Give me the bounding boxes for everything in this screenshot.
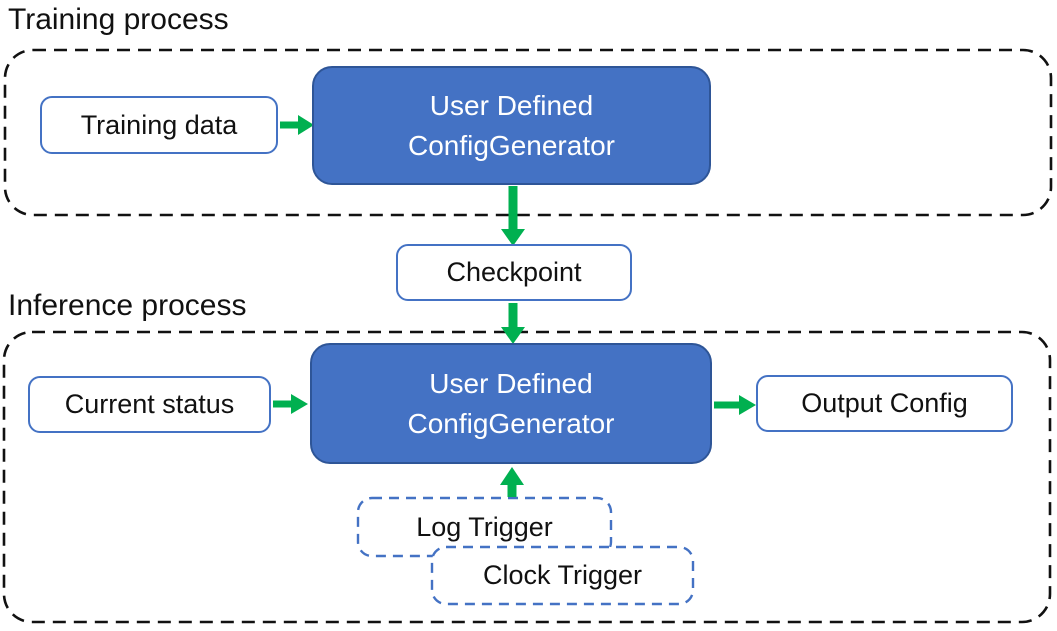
config-generator-inference-node: User Defined ConfigGenerator xyxy=(310,343,712,464)
config-generator-inference-line1: User Defined xyxy=(429,367,593,399)
arrow-right-training-data-to-generator-icon xyxy=(280,115,314,135)
output-config-label: Output Config xyxy=(801,388,968,418)
arrow-down-generator-to-checkpoint-icon xyxy=(501,186,525,246)
clock-trigger-node: Clock Trigger xyxy=(432,547,693,604)
inference-region-border xyxy=(2,330,1052,624)
log-trigger-label: Log Trigger xyxy=(416,511,553,542)
config-generator-training-line2: ConfigGenerator xyxy=(407,129,615,161)
arrow-right-current-status-to-generator-icon xyxy=(273,394,308,414)
current-status-label: Current status xyxy=(64,389,235,419)
arrow-up-trigger-to-generator-icon xyxy=(500,467,524,497)
output-config-node: Output Config xyxy=(756,375,1013,432)
arrow-right-generator-to-output-config-icon xyxy=(714,395,756,415)
config-generator-training-node: User Defined ConfigGenerator xyxy=(312,66,711,185)
arrow-down-checkpoint-to-generator-icon xyxy=(501,303,525,344)
training-data-label: Training data xyxy=(80,109,238,140)
inference-section-label: Inference process xyxy=(8,289,247,322)
training-section-label: Training process xyxy=(8,3,229,36)
checkpoint-label: Checkpoint xyxy=(446,257,582,287)
training-region-border xyxy=(3,48,1053,217)
config-generator-inference-line2: ConfigGenerator xyxy=(407,407,615,439)
checkpoint-node: Checkpoint xyxy=(396,244,632,301)
current-status-node: Current status xyxy=(28,376,271,433)
config-generator-training-line1: User Defined xyxy=(429,89,594,121)
training-data-node: Training data xyxy=(40,96,278,154)
clock-trigger-label: Clock Trigger xyxy=(482,560,643,590)
log-trigger-node: Log Trigger xyxy=(358,498,611,556)
clock-trigger-box xyxy=(430,545,695,606)
